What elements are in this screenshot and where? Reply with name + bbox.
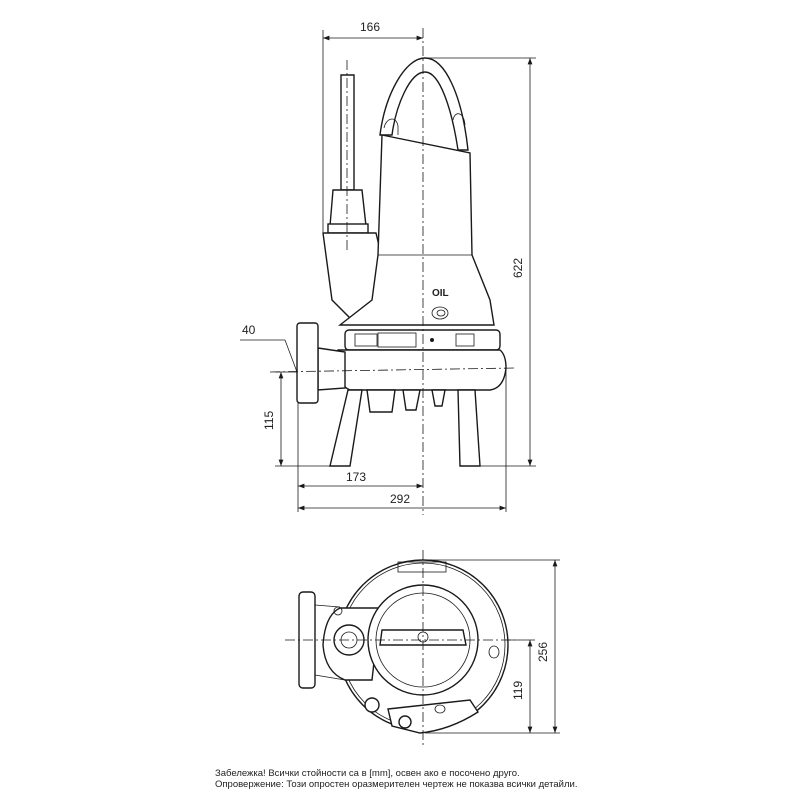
- dim-256: 256: [536, 642, 550, 662]
- cable-gland: [329, 189, 367, 227]
- leg: [402, 389, 421, 411]
- oil-plug-icon: [431, 306, 449, 320]
- dim-166: 166: [360, 20, 380, 34]
- leg: [431, 389, 446, 407]
- leg: [366, 389, 396, 413]
- dim-115: 115: [262, 411, 276, 430]
- side-view: OIL 166 622 40: [240, 20, 536, 515]
- dim-622: 622: [511, 258, 525, 278]
- cable: [340, 74, 355, 191]
- outlet-flange: [296, 322, 319, 404]
- leg: [457, 389, 481, 467]
- pump-volute: [337, 349, 507, 391]
- dim-173: 173: [346, 470, 366, 484]
- oil-label: OIL: [432, 288, 449, 299]
- dim-292: 292: [390, 492, 410, 506]
- leg: [329, 389, 363, 467]
- dim-40: 40: [242, 323, 256, 337]
- top-view: 256 119: [285, 550, 560, 745]
- dim-119: 119: [511, 681, 525, 700]
- note-disclaimer: Опровержение: Този опростен оразмерителе…: [215, 779, 578, 790]
- clamp-band: [344, 329, 501, 351]
- motor-housing: [337, 134, 495, 326]
- lifting-handle: [379, 57, 469, 151]
- note-units: Забележка! Всички стойности са в [mm], о…: [215, 768, 520, 779]
